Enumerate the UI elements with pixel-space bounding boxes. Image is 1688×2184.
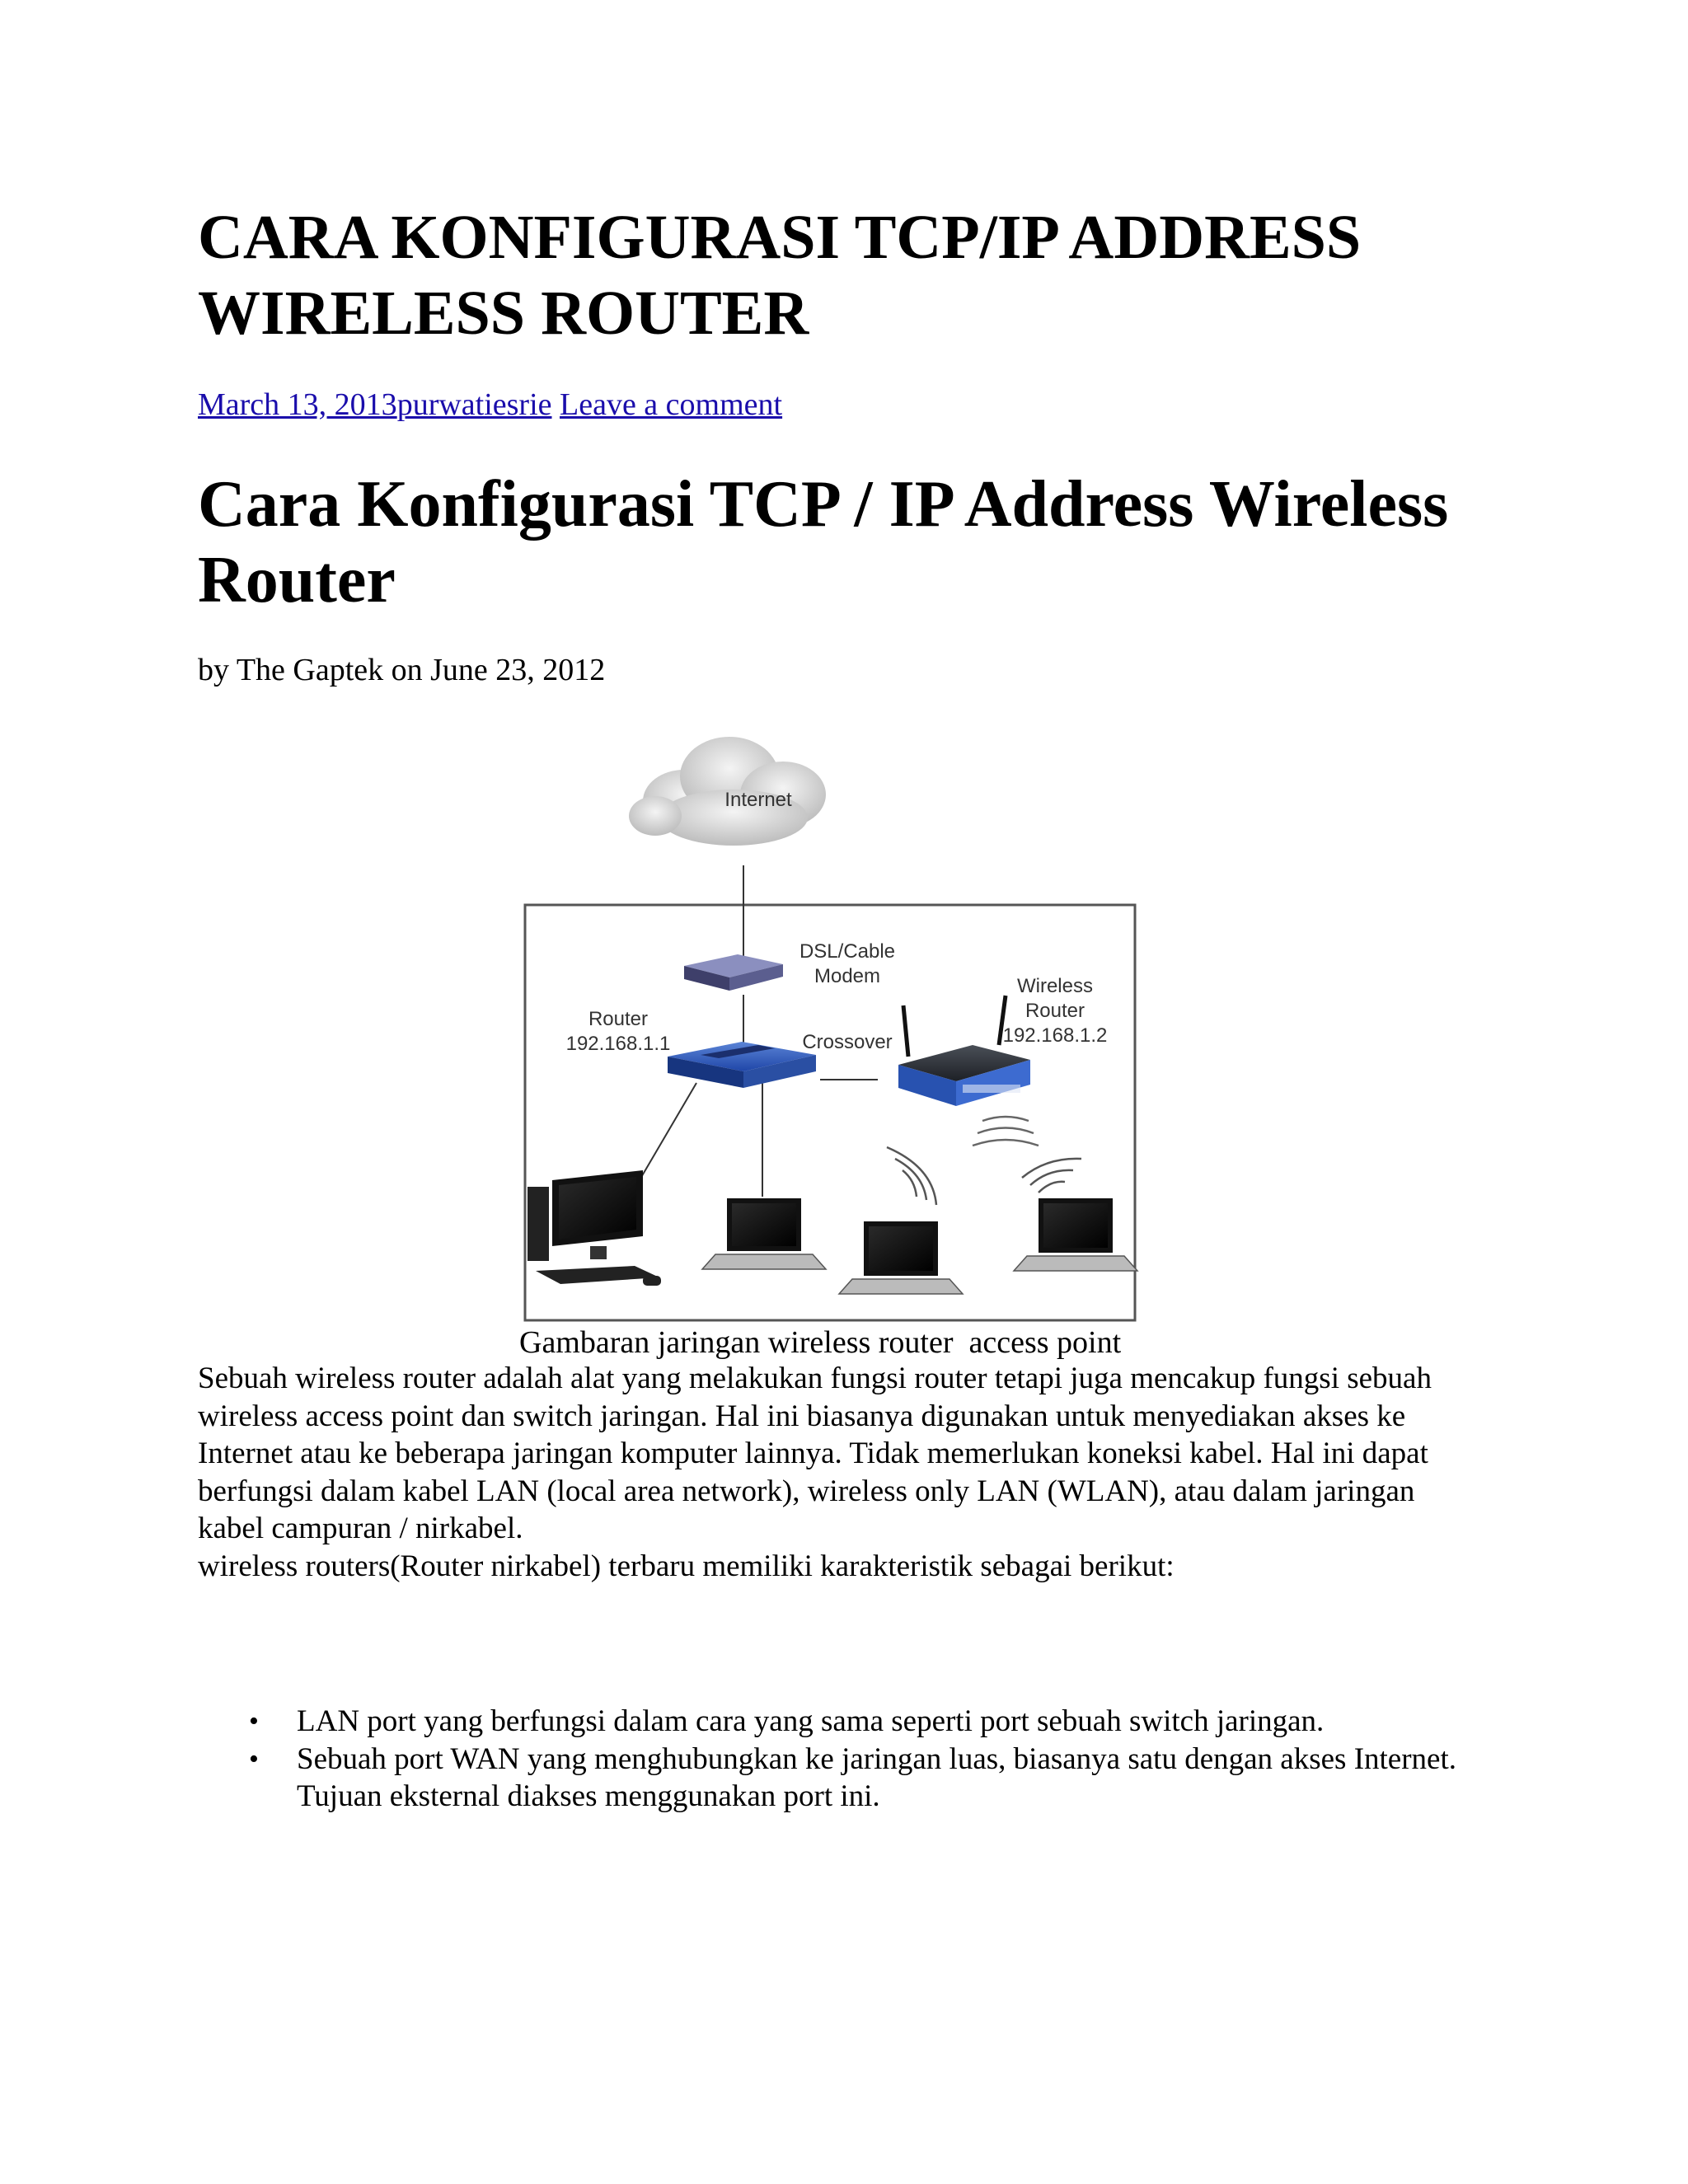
- crossover-label: Crossover: [802, 1031, 892, 1053]
- router-icon: [668, 1042, 816, 1088]
- modem-label-line1: DSL/Cable: [799, 940, 895, 963]
- post-author-link[interactable]: purwatiesrie: [396, 387, 552, 422]
- article-heading: Cara Konfigurasi TCP / IP Address Wirele…: [198, 468, 1449, 616]
- bullet-icon: •: [249, 1706, 259, 1736]
- post-date-link[interactable]: March 13, 2013: [198, 387, 397, 422]
- laptop-icon-wireless-2: [1012, 1157, 1139, 1272]
- article-body: Sebuah wireless router adalah alat yang …: [198, 1360, 1484, 1585]
- network-diagram-svg: Internet DSL/Cable Modem: [523, 737, 1139, 1322]
- wireless-label-line3: 192.168.1.2: [1003, 1024, 1108, 1047]
- wireless-signal-icon: [972, 1115, 1039, 1147]
- wireless-label-line1: Wireless: [1017, 975, 1093, 997]
- laptop-icon-wireless-1: [837, 1146, 964, 1295]
- network-diagram: Internet DSL/Cable Modem: [511, 719, 1146, 1329]
- bullet-icon: •: [249, 1743, 259, 1774]
- post-meta: March 13, 2013purwatiesrie Leave a comme…: [198, 386, 782, 424]
- router-label-line1: Router: [588, 1008, 648, 1030]
- wireless-router-icon: [898, 995, 1030, 1106]
- router-label-line2: 192.168.1.1: [566, 1033, 671, 1055]
- router-desktop-cable: [634, 1082, 697, 1189]
- list-item: • Sebuah port WAN yang menghubungkan ke j…: [198, 1741, 1484, 1816]
- body-paragraph-2: wireless routers(Router nirkabel) terbar…: [198, 1549, 1175, 1583]
- internet-label: Internet: [724, 789, 792, 811]
- modem-icon: [684, 954, 783, 991]
- figure-caption: Gambaran jaringan wireless router access…: [519, 1325, 1122, 1360]
- article-byline: by The Gaptek on June 23, 2012: [198, 653, 606, 687]
- network-frame: [523, 903, 1137, 1322]
- list-item: • LAN port yang berfungsi dalam cara yang…: [198, 1703, 1484, 1741]
- laptop-icon-wired: [701, 1198, 828, 1270]
- modem-label-line2: Modem: [814, 965, 880, 987]
- wireless-label-line2: Router: [1025, 1000, 1085, 1022]
- list-item-text: LAN port yang berfungsi dalam cara yang …: [297, 1704, 1325, 1738]
- body-paragraph-1: Sebuah wireless router adalah alat yang …: [198, 1361, 1432, 1545]
- list-item-text: Sebuah port WAN yang menghubungkan ke ja…: [297, 1741, 1456, 1814]
- feature-list: • LAN port yang berfungsi dalam cara yang…: [198, 1703, 1484, 1816]
- page-title: CARA KONFIGURASI TCP/IP ADDRESS WIRELESS…: [198, 203, 1362, 348]
- desktop-computer-icon: [528, 1170, 661, 1286]
- leave-comment-link[interactable]: Leave a comment: [560, 387, 783, 422]
- internet-cloud-icon: [629, 737, 826, 846]
